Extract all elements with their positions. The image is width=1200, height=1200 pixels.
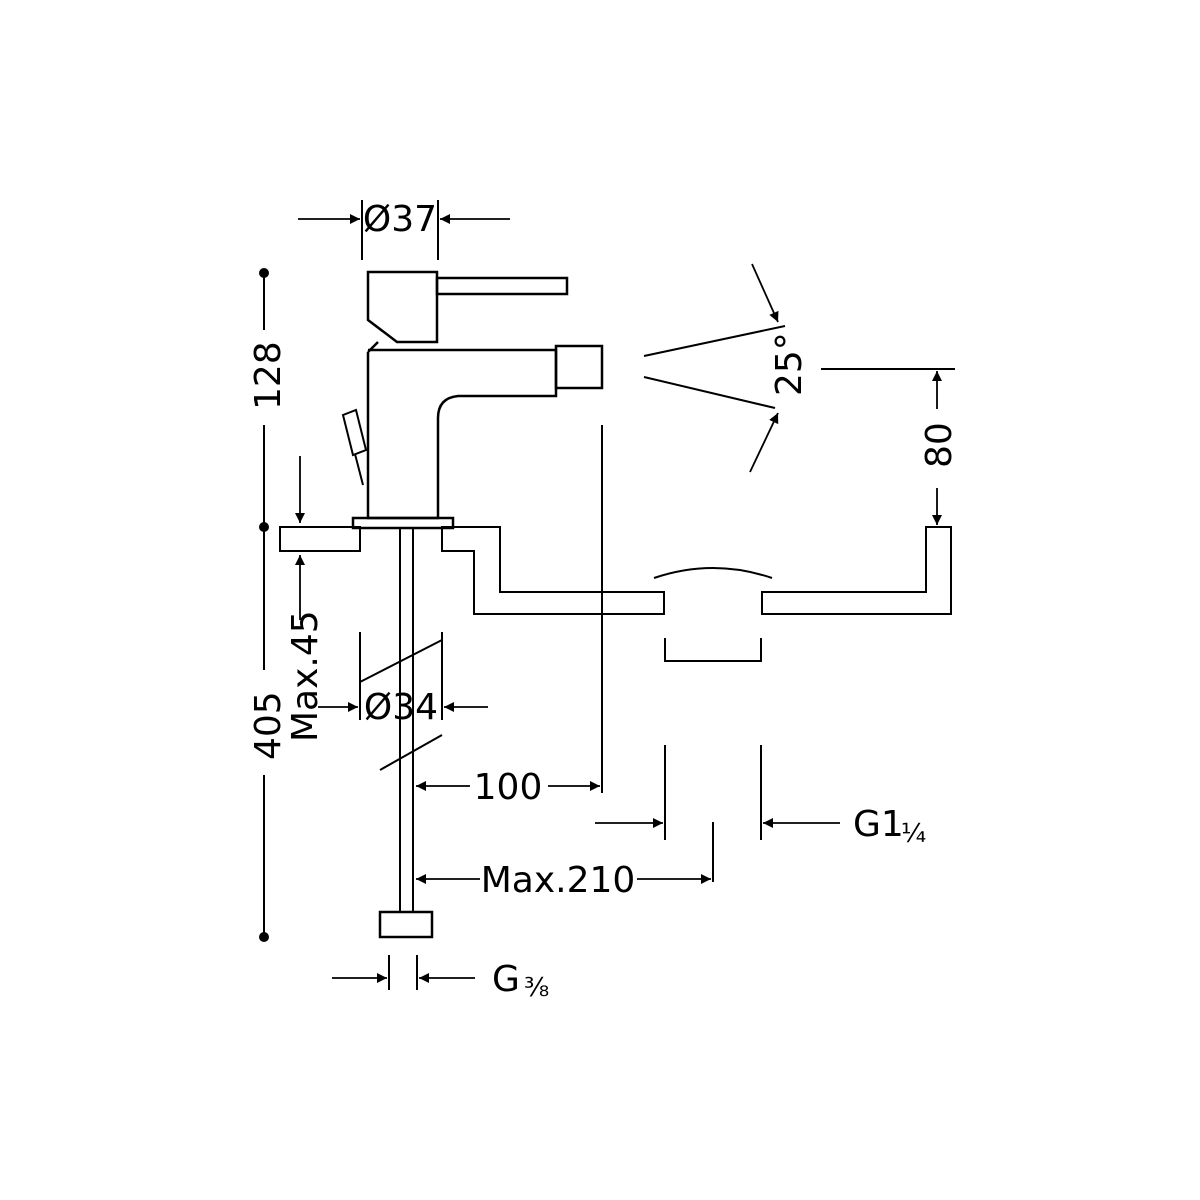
drain-thread-label: G1	[853, 804, 904, 845]
hole-diameter-dimension: Ø34	[318, 632, 488, 728]
inlet-thread-label: G	[492, 959, 520, 1000]
height-dimensions: 128 405	[248, 268, 289, 942]
inlet-thread-dimension: G ⅜	[332, 955, 549, 1003]
max-distance-dimension: Max.210	[416, 860, 711, 901]
max-distance-label: Max.210	[481, 860, 636, 901]
total-height-label: 405	[248, 691, 289, 760]
mixer-body	[341, 270, 604, 939]
drain-thread-dimension: G1 ¼	[595, 804, 926, 849]
body-diameter-dimension: Ø37	[298, 199, 510, 260]
deck-thickness-dimension: Max.45	[285, 456, 326, 742]
spout-height-dimension: 80	[821, 368, 960, 525]
drain-waste	[653, 567, 773, 882]
deck-cross-section	[279, 526, 952, 615]
inlet-thread-fraction: ⅜	[524, 973, 549, 1003]
drain-thread-fraction: ¼	[901, 819, 926, 849]
spout-reach-dimension: 100	[416, 425, 603, 808]
spout-height-label: 80	[919, 422, 960, 468]
deck-thickness-label: Max.45	[285, 610, 326, 742]
hole-diameter-label: Ø34	[364, 687, 438, 728]
spray-angle-label: 25°	[769, 332, 810, 396]
handle-height-label: 128	[248, 341, 289, 410]
spray-angle-dimension: 25°	[643, 263, 810, 473]
spout-reach-label: 100	[474, 767, 543, 808]
body-diameter-label: Ø37	[363, 199, 437, 240]
